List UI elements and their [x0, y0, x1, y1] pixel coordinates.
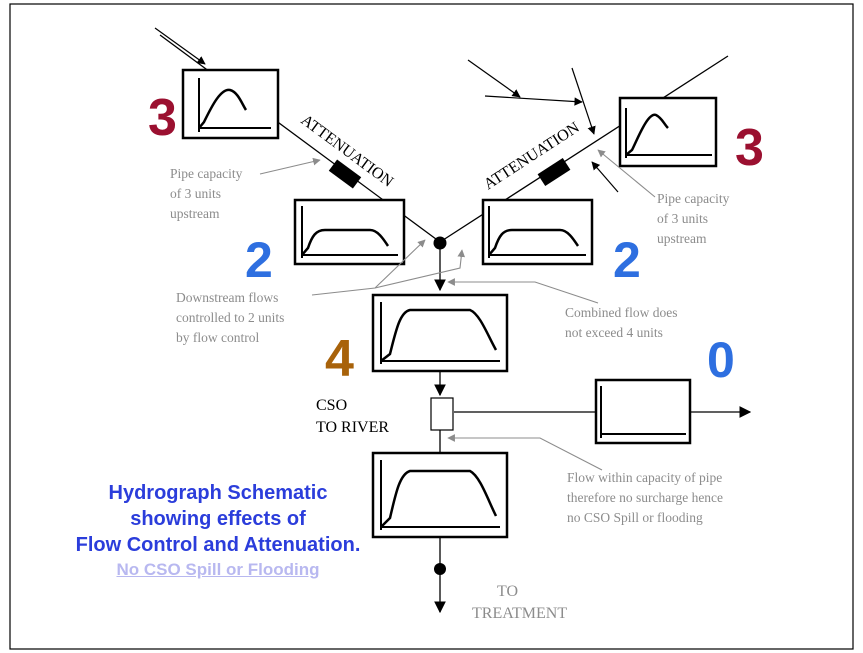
svg-text:CSO: CSO [316, 397, 347, 414]
title-line-3: Flow Control and Attenuation. [75, 534, 361, 556]
svg-text:TO: TO [497, 583, 518, 600]
hydrograph-overflow [594, 378, 692, 445]
number-mid-left: 2 [245, 232, 273, 288]
svg-text:of 3 units: of 3 units [170, 186, 221, 201]
cso-chamber [430, 397, 454, 431]
svg-text:Combined flow does: Combined flow does [565, 305, 678, 320]
hydrograph-upstream-left [181, 68, 280, 140]
note-downstream-flows: Downstream flows controlled to 2 units b… [176, 239, 466, 345]
svg-text:therefore no surcharge hence: therefore no surcharge hence [567, 490, 723, 505]
outer-frame [9, 3, 854, 650]
inflow-arrow-right-4 [591, 161, 619, 193]
svg-text:Pipe capacity: Pipe capacity [170, 166, 243, 181]
number-overflow: 0 [707, 332, 735, 388]
svg-text:TO RIVER: TO RIVER [316, 419, 389, 436]
number-upstream-left: 3 [148, 89, 177, 147]
svg-text:of 3 units: of 3 units [657, 211, 708, 226]
diagram-subtitle: No CSO Spill or Flooding [116, 560, 320, 579]
svg-text:no CSO Spill or flooding: no CSO Spill or flooding [567, 510, 703, 525]
note-pipe-capacity-right: Pipe capacity of 3 units upstream [597, 149, 730, 246]
outfall-node [434, 563, 446, 575]
svg-text:not exceed 4 units: not exceed 4 units [565, 325, 663, 340]
note-combined-flow: Combined flow does not exceed 4 units [447, 278, 678, 340]
svg-text:by flow control: by flow control [176, 330, 259, 345]
svg-text:TREATMENT: TREATMENT [472, 605, 567, 622]
inflow-arrow-right-2 [484, 95, 583, 106]
junction-node [433, 236, 447, 250]
diagram-title: Hydrograph Schematic showing effects of … [38, 480, 398, 582]
to-treatment-label: TO TREATMENT [472, 583, 567, 622]
number-combined: 4 [325, 330, 354, 388]
inflow-arrows [154, 27, 619, 193]
hydrograph-mid-left [293, 198, 406, 266]
flow-control-left [328, 159, 362, 189]
hydrograph-combined [371, 293, 509, 373]
title-line-2: showing effects of [130, 508, 306, 530]
number-upstream-right: 3 [735, 119, 764, 177]
hydrograph-mid-right [481, 198, 594, 266]
svg-text:upstream: upstream [170, 206, 220, 221]
hydrograph-to-treatment [371, 451, 509, 539]
flow-control-right [537, 157, 571, 187]
inflow-arrow-top-left [154, 27, 206, 65]
number-mid-right: 2 [613, 232, 641, 288]
svg-text:upstream: upstream [657, 231, 707, 246]
svg-text:Flow within capacity of pipe: Flow within capacity of pipe [567, 470, 722, 485]
svg-text:Pipe capacity: Pipe capacity [657, 191, 730, 206]
hydrograph-upstream-right [618, 96, 718, 168]
svg-text:Downstream flows: Downstream flows [176, 290, 278, 305]
note-pipe-capacity-left: Pipe capacity of 3 units upstream [170, 157, 321, 221]
svg-text:controlled to 2 units: controlled to 2 units [176, 310, 284, 325]
inflow-arrow-right-3 [571, 67, 596, 135]
title-line-1: Hydrograph Schematic [108, 482, 328, 504]
inflow-arrow-right-1 [467, 59, 521, 98]
note-within-capacity: Flow within capacity of pipe therefore n… [447, 434, 723, 525]
cso-to-river-label: CSO TO RIVER [316, 397, 389, 436]
